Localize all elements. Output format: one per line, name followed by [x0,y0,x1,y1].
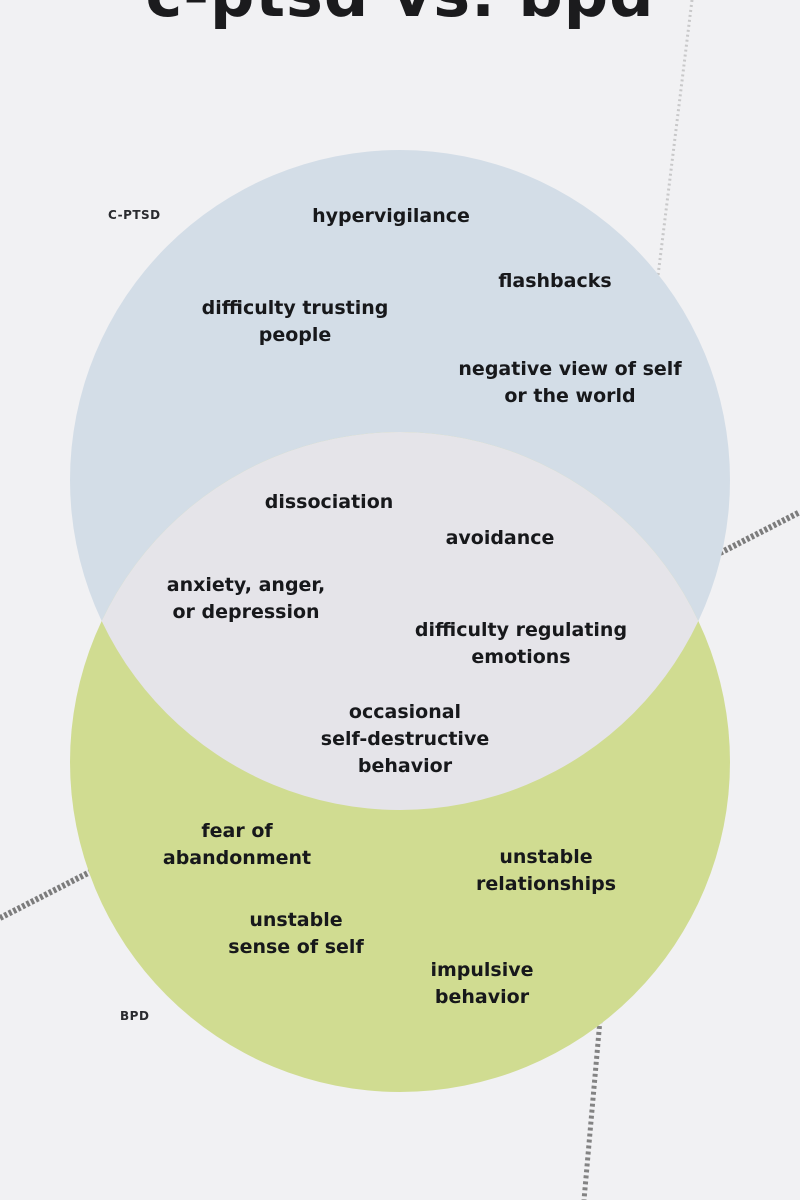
cptsd-set-label: C-PTSD [108,208,161,222]
bpd-item: unstable relationships [475,846,617,895]
decorative-line [718,509,800,556]
overlap-item: anxiety, anger, or depression [166,574,326,623]
overlap-item: avoidance [445,527,555,549]
overlap-item: dissociation [264,491,394,513]
bpd-item: unstable sense of self [228,909,364,958]
overlap-item: occasional self-destructive behavior [320,701,490,777]
overlap-region [70,432,730,810]
bpd-item: fear of abandonment [162,820,312,869]
decorative-line [581,1019,603,1200]
bpd-item: impulsive behavior [430,959,534,1008]
cptsd-item: difficulty trusting people [201,297,389,346]
cptsd-item: hypervigilance [312,205,470,227]
cptsd-item: flashbacks [498,270,612,292]
decorative-line [653,0,694,301]
cptsd-item: negative view of self or the world [458,358,682,407]
overlap-item: difficulty regulating emotions [414,619,628,668]
bpd-set-label: BPD [120,1009,150,1023]
decorative-line [0,869,92,921]
page-title: c-ptsd vs. bpd [0,0,800,30]
